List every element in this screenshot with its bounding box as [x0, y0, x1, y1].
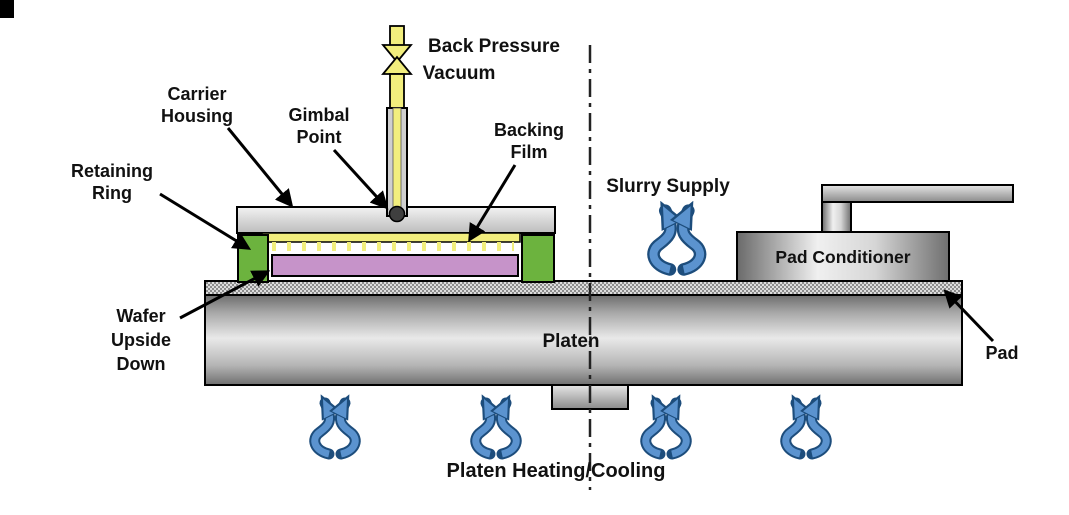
wafer-arrow [179, 270, 271, 320]
backing-film-strip [261, 232, 521, 243]
label-arrows [159, 127, 995, 343]
retaining-ring-label-line1: Retaining [71, 161, 153, 181]
carrier-housing-label-line2: Housing [161, 106, 233, 126]
gimbal-shaft-channel [392, 107, 402, 211]
platen-heating-cooling-label: Platen Heating/Cooling [447, 460, 666, 482]
wafer-label-line2: Upside [111, 330, 171, 350]
pad-arrow [943, 289, 995, 343]
gimbal-point-label-line1: Gimbal [288, 105, 349, 125]
pad-conditioner-body [736, 231, 950, 282]
pad-label: Pad [985, 343, 1018, 363]
heating-arrows-icon-3 [646, 403, 686, 454]
corner-mark [0, 0, 14, 18]
retaining-ring-right [521, 234, 555, 283]
gimbal-point-label-line2: Point [297, 127, 342, 147]
gimbal-point-dot [388, 205, 406, 223]
backing-film-arrow [468, 164, 517, 243]
retaining-ring-arrow [159, 192, 252, 250]
carrier-housing-label-line1: Carrier [167, 84, 226, 104]
wafer-body [271, 254, 519, 277]
heating-arrows-icon-1 [315, 403, 355, 454]
backing-film-label-line1: Backing [494, 120, 564, 140]
slurry-supply-arrows-icon [654, 211, 701, 270]
carrier-housing-arrow [226, 127, 294, 208]
wafer-label-line3: Down [117, 354, 166, 374]
back-pressure-vacuum-icon [381, 25, 413, 109]
backing-film-label-line2: Film [510, 142, 547, 162]
pad-conditioner-label: Pad Conditioner [775, 247, 910, 267]
gimbal-point-arrow [332, 148, 389, 210]
slurry-supply-label: Slurry Supply [606, 176, 730, 197]
back-pressure-label-line2: Vacuum [423, 63, 496, 84]
retaining-ring-label-line2: Ring [92, 183, 132, 203]
platen-label: Platen [542, 331, 599, 352]
conditioner-arm [821, 184, 1014, 203]
back-pressure-label-line1: Back Pressure [428, 36, 560, 57]
heating-arrows-icon-2 [476, 403, 516, 454]
wafer-label-line1: Wafer [116, 306, 165, 326]
platen-body [204, 294, 963, 386]
pad-strip [204, 280, 963, 296]
heating-arrows-icon-4 [786, 403, 826, 454]
